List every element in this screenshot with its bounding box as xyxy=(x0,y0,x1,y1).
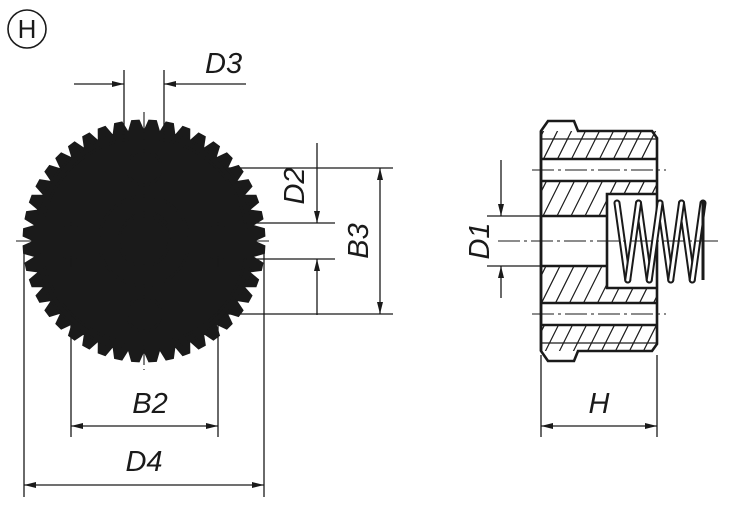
side-section-view: D1 H xyxy=(464,119,722,437)
dim-label-h: H xyxy=(589,388,610,420)
dim-label-b2: B2 xyxy=(132,388,167,420)
dim-label-d1: D1 xyxy=(464,222,496,259)
dim-label-d3: D3 xyxy=(205,48,242,80)
side-body-outline xyxy=(539,119,659,363)
dim-label-d4: D4 xyxy=(125,446,162,478)
hub-thread-arc xyxy=(121,210,171,249)
front-view: D3 D2 B3 B2 D4 xyxy=(16,48,393,497)
dim-label-b3: B3 xyxy=(343,223,375,258)
view-badge-label: H xyxy=(18,14,37,44)
dim-label-d2: D2 xyxy=(279,167,311,204)
view-badge: H xyxy=(7,9,47,49)
